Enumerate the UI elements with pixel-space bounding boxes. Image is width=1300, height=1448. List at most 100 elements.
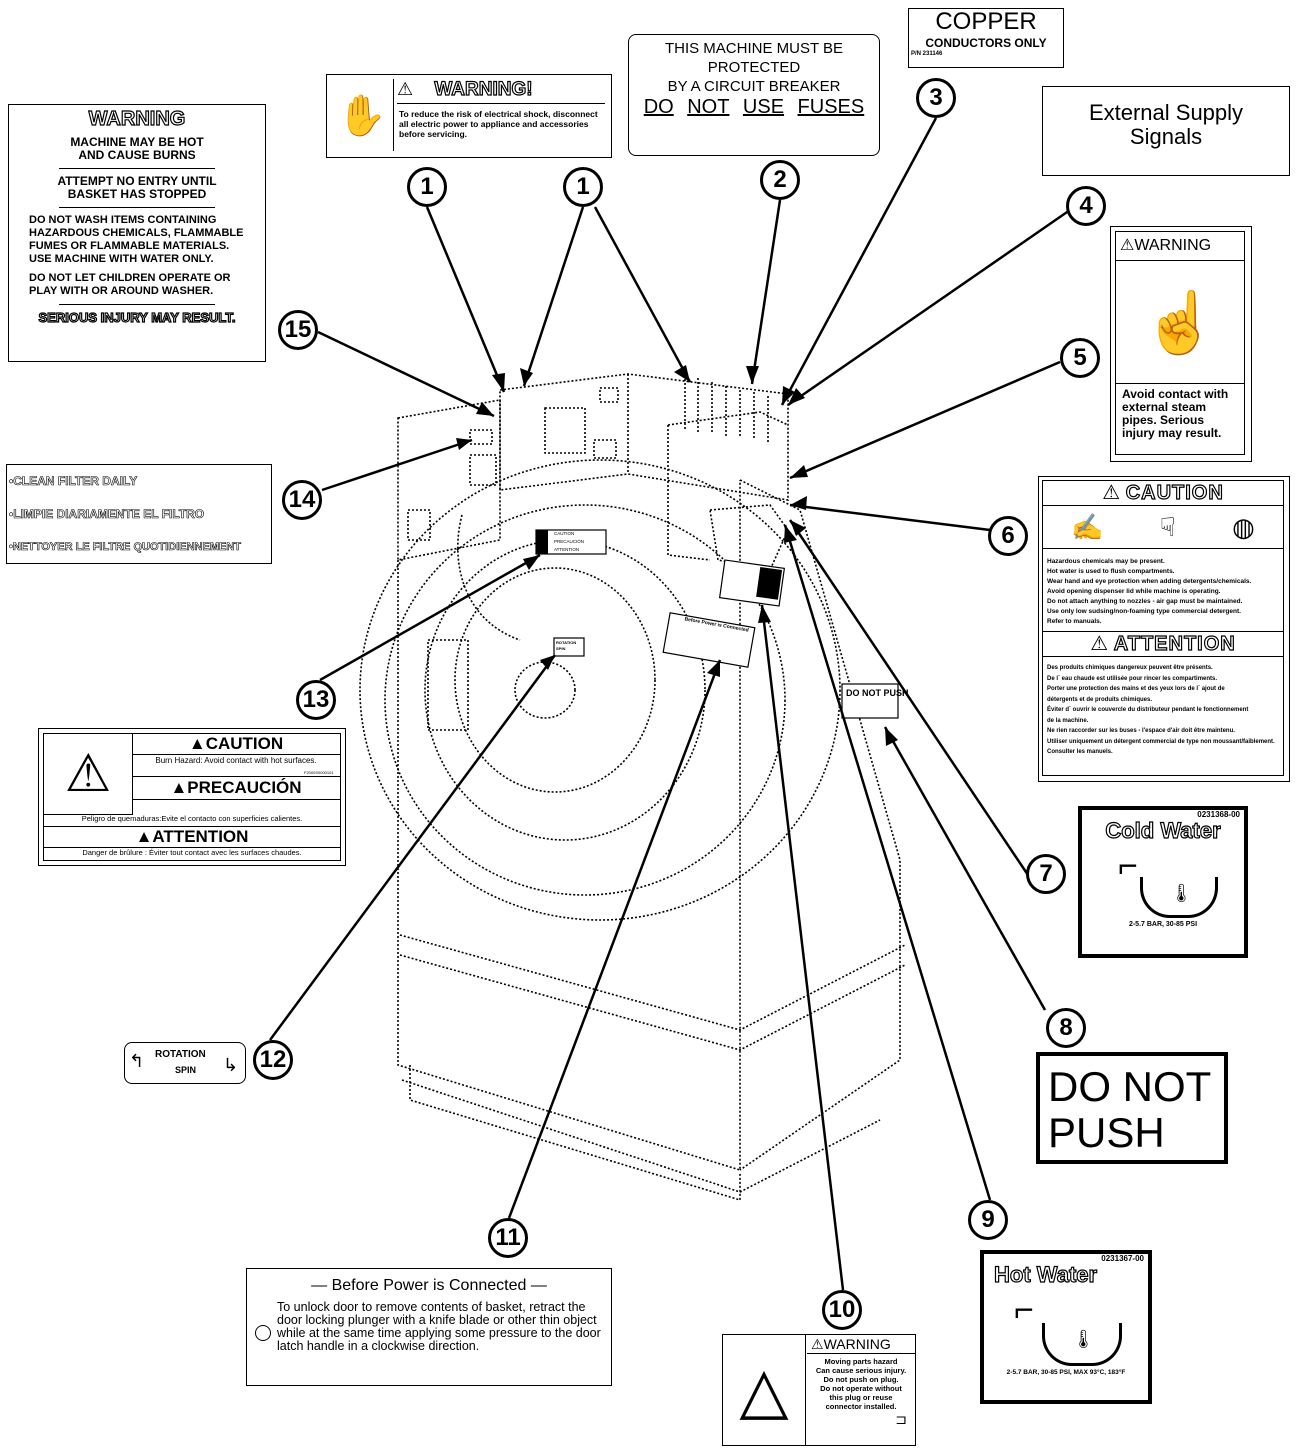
label-cold-water: 0231368-00 Cold Water ⌐ 🌡 2-5.7 BAR, 30-… xyxy=(1078,806,1248,958)
label-before-power: — Before Power is Connected — To unlock … xyxy=(246,1268,612,1386)
text-line: Do not push on plug. xyxy=(823,1375,899,1384)
hand-chemical-icon: ✍ xyxy=(1071,511,1104,542)
label-line: FUMES OR FLAMMABLE MATERIALS. xyxy=(29,240,230,252)
label-line: BASKET HAS STOPPED xyxy=(67,187,207,201)
leader-14 xyxy=(321,438,473,492)
text-line: connector installed. xyxy=(825,1402,897,1411)
text-line: De l´ eau chaude est utilisée pour rince… xyxy=(1047,675,1218,682)
part-number: P/N 231146 xyxy=(911,51,943,57)
label-circuit-breaker: THIS MACHINE MUST BE PROTECTED BY A CIRC… xyxy=(628,34,880,156)
text-line: Do not attach anything to nozzles - air … xyxy=(1047,598,1243,605)
callout-1b: 1 xyxy=(563,167,603,207)
label-line: DO NOT xyxy=(1048,1063,1212,1110)
door-ring-inner xyxy=(384,504,786,896)
caution-fr-text: Des produits chimiques dangereux peuvent… xyxy=(1043,657,1283,764)
leader-2 xyxy=(750,199,782,385)
label-title: WARNING xyxy=(1134,237,1212,254)
text-line: Wear hand and eye protection when adding… xyxy=(1047,578,1252,585)
decal-line: PRECAUCIÓN xyxy=(554,539,585,544)
label-title: Before Power is Connected xyxy=(331,1277,527,1294)
callout-4: 4 xyxy=(1066,186,1106,226)
label-line: USE MACHINE WITH WATER ONLY. xyxy=(29,253,214,265)
leader-1a xyxy=(425,206,506,393)
label-line: THIS MACHINE MUST BE xyxy=(664,40,844,57)
hole-icon xyxy=(255,1325,271,1341)
text-line: Consulter les manuels. xyxy=(1047,749,1113,755)
label-line: SPIN xyxy=(175,1065,197,1075)
leader-11 xyxy=(507,659,722,1219)
text-line: Porter une protection des mains et des y… xyxy=(1047,686,1225,692)
callout-1a: 1 xyxy=(407,167,447,207)
leader-12 xyxy=(268,654,557,1041)
arrow-left-icon: ↰ xyxy=(129,1051,145,1071)
label-line: •NETTOYER LE FILTRE QUOTIDIENNEMENT xyxy=(9,541,242,554)
label-line: PROTECTED xyxy=(707,59,801,76)
label-title: WARNING xyxy=(88,108,186,130)
leader-4 xyxy=(787,208,1071,407)
machine-decal-burn: CAUTION PRECAUCIÓN ATTENTION xyxy=(554,530,584,554)
decal-do-not-push xyxy=(841,683,899,719)
leader-10 xyxy=(760,604,845,1291)
label-clean-filter: •CLEAN FILTER DAILY •LIMPIE DIARIAMENTE … xyxy=(6,464,272,564)
leader-9 xyxy=(783,524,992,1201)
callout-10: 10 xyxy=(822,1290,862,1330)
label-line: CONDUCTORS ONLY xyxy=(925,36,1047,50)
label-title: ATTENTION xyxy=(152,827,249,846)
part-number: F2000S0000101 xyxy=(304,770,334,775)
warning-triangle-icon: ▲ xyxy=(188,734,206,753)
text-line: Refer to manuals. xyxy=(1047,618,1102,625)
warning-triangle-icon: △ xyxy=(723,1335,806,1445)
label-line: SERIOUS INJURY MAY RESULT. xyxy=(38,310,236,325)
label-line: PLAY WITH OR AROUND WASHER. xyxy=(29,285,214,297)
text-line: Des produits chimiques dangereux peuvent… xyxy=(1047,665,1213,671)
label-title: ATTENTION xyxy=(1113,632,1236,655)
warning-triangle-icon: ⚠ xyxy=(1090,633,1109,655)
base-outline xyxy=(401,1079,881,1193)
body-front-outline xyxy=(397,480,741,1172)
label-caution-chemicals: ⚠ CAUTION ✍ ☟ ◍ Hazardous chemicals may … xyxy=(1038,476,1290,782)
side-panel-outline xyxy=(397,399,501,561)
leader-15 xyxy=(317,330,495,418)
warning-triangle-icon: ⚠ xyxy=(1102,482,1121,504)
label-warning-electrical: ✋ ⚠ WARNING! To reduce the risk of elect… xyxy=(326,74,612,158)
callout-3: 3 xyxy=(916,78,956,118)
text-line: Hot water is used to flush compartments. xyxy=(1047,568,1175,575)
label-steam-warning: ⚠WARNING ☝ Avoid contact with external s… xyxy=(1110,226,1252,462)
label-line: COPPER xyxy=(935,8,1037,35)
label-line: •CLEAN FILTER DAILY xyxy=(9,474,138,489)
decal-line: ROTATION xyxy=(556,640,577,645)
arrow-right-icon: ↳ xyxy=(223,1055,239,1075)
text-line: Use only low sudsing/non-foaming type co… xyxy=(1047,608,1241,615)
callout-7: 7 xyxy=(1026,854,1066,894)
label-text: Avoid contact with external steam pipes.… xyxy=(1122,387,1229,440)
faucet-basin-icon: ⌐ 🌡 xyxy=(1082,843,1244,921)
door-ring-outer xyxy=(359,459,841,921)
label-hot-water: 0231367-00 Hot Water ⌐ 🌡 2-5.7 BAR, 30-8… xyxy=(980,1250,1152,1404)
label-text: To reduce the risk of electrical shock, … xyxy=(399,109,598,139)
label-line: BY A CIRCUIT BREAKER xyxy=(667,78,841,95)
label-warning-moving-parts: △ ⚠WARNING Moving parts hazard Can cause… xyxy=(722,1334,916,1446)
text-line: Avoid opening dispenser lid while machin… xyxy=(1047,588,1221,595)
text-line: Moving parts hazard xyxy=(824,1357,898,1366)
door-glass xyxy=(424,539,706,841)
decal-line: ATTENTION xyxy=(554,547,580,552)
callout-2: 2 xyxy=(760,160,800,200)
eye-protection-icon: ◍ xyxy=(1232,511,1255,542)
warning-triangle-icon: ⚠ xyxy=(397,79,414,99)
hot-surface-icon: ⚠ xyxy=(44,734,133,815)
callout-13: 13 xyxy=(296,680,336,720)
label-title: PRECAUCIÓN xyxy=(187,778,302,797)
warning-triangle-icon: ▲ xyxy=(135,827,153,846)
part-number: 0231368-00 xyxy=(1197,810,1240,819)
leader-8 xyxy=(883,726,1047,1011)
decal-before-power xyxy=(662,612,756,668)
callout-9: 9 xyxy=(968,1200,1008,1240)
callout-15: 15 xyxy=(278,310,318,350)
door-hinge xyxy=(427,639,469,731)
machine-decal-rotation: ROTATION SPIN xyxy=(556,640,576,652)
leader-7 xyxy=(788,519,1030,876)
text-line: Can cause serious injury. xyxy=(815,1366,907,1375)
faucet-basin-icon: ⌐ 🌡 xyxy=(984,1287,1148,1369)
label-text: Peligro de quemaduras:Evite el contacto … xyxy=(81,814,303,823)
callout-14: 14 xyxy=(282,480,322,520)
